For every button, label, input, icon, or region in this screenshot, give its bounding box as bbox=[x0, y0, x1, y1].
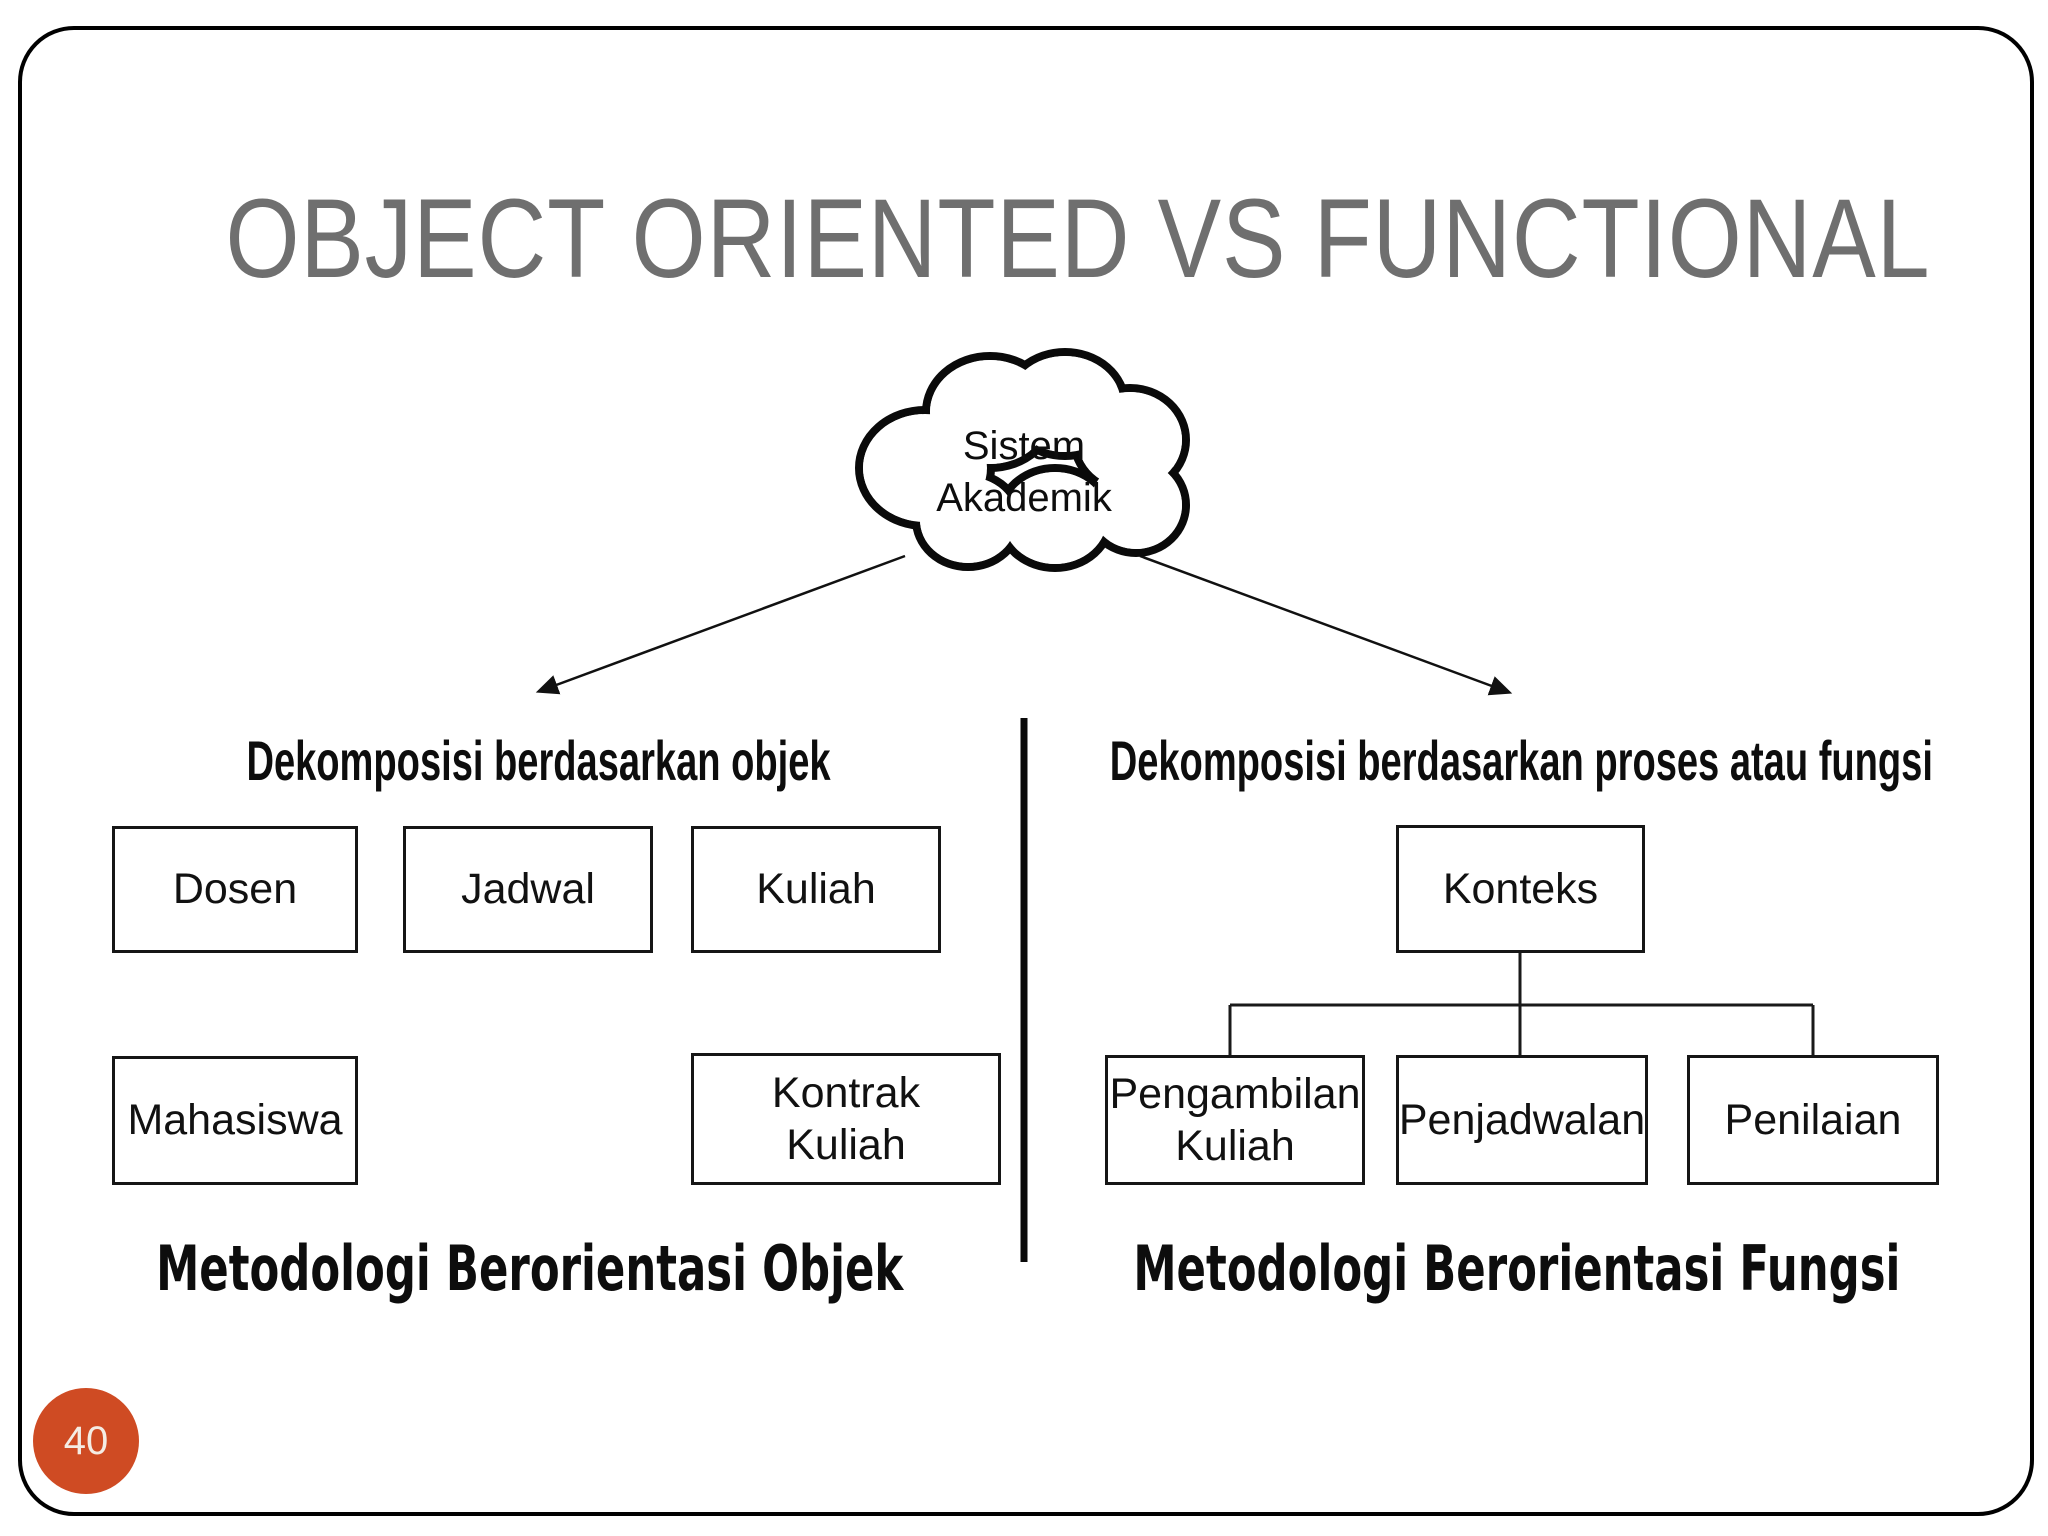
box-pengambilan-kuliah-label: Pengambilan Kuliah bbox=[1109, 1069, 1361, 1170]
box-dosen: Dosen bbox=[112, 826, 358, 953]
box-konteks-label: Konteks bbox=[1442, 864, 1599, 913]
box-pengambilan-kuliah: Pengambilan Kuliah bbox=[1105, 1055, 1365, 1185]
box-kontrak-kuliah-label: Kontrak Kuliah bbox=[771, 1068, 921, 1169]
box-kuliah-label: Kuliah bbox=[756, 865, 876, 914]
box-konteks: Konteks bbox=[1396, 825, 1645, 953]
arrow-to-object-decomposition bbox=[535, 554, 906, 695]
box-penilaian: Penilaian bbox=[1687, 1055, 1939, 1185]
box-penjadwalan: Penjadwalan bbox=[1396, 1055, 1648, 1185]
left-methodology-label: Metodologi Berorientasi Objek bbox=[156, 1232, 904, 1305]
konteks-tree-connector bbox=[1228, 953, 1815, 1055]
page-title: OBJECT ORIENTED VS FUNCTIONAL bbox=[225, 176, 1931, 301]
box-penilaian-label: Penilaian bbox=[1724, 1095, 1902, 1144]
cloud-icon bbox=[855, 348, 1190, 572]
page-number-badge: 40 bbox=[33, 1388, 139, 1494]
page-number: 40 bbox=[63, 1418, 109, 1463]
box-dosen-label: Dosen bbox=[172, 865, 298, 914]
box-penjadwalan-label: Penjadwalan bbox=[1398, 1095, 1646, 1144]
box-jadwal-label: Jadwal bbox=[461, 865, 595, 914]
box-kuliah: Kuliah bbox=[691, 826, 941, 953]
box-kontrak-kuliah: Kontrak Kuliah bbox=[691, 1053, 1001, 1185]
arrow-to-functional-decomposition bbox=[1139, 554, 1513, 696]
root-node-label: Sistem Akademik bbox=[936, 424, 1112, 520]
box-mahasiswa: Mahasiswa bbox=[112, 1056, 358, 1185]
right-section-heading: Dekomposisi berdasarkan proses atau fung… bbox=[1109, 729, 1933, 792]
box-mahasiswa-label: Mahasiswa bbox=[127, 1096, 343, 1145]
box-jadwal: Jadwal bbox=[403, 826, 653, 953]
right-methodology-label: Metodologi Berorientasi Fungsi bbox=[1133, 1232, 1901, 1305]
left-section-heading: Dekomposisi berdasarkan objek bbox=[245, 729, 831, 792]
